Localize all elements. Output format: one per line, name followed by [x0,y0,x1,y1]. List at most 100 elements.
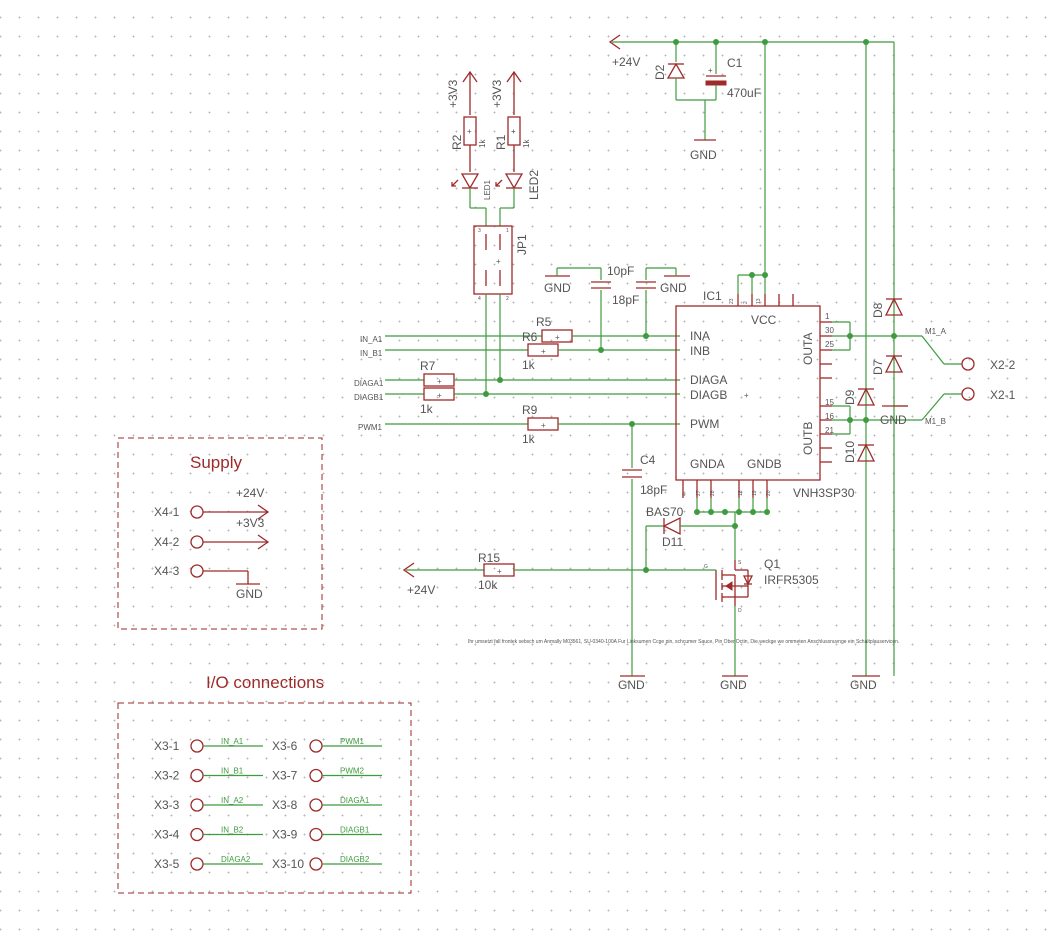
ic-diagb: DIAGB [690,388,727,402]
r1-label: R1 [494,134,508,150]
r1-value: 1k [522,139,531,148]
io-terminal-x3-4 [190,827,204,842]
supply-frame: Supply X4-1 X4-2 X4-3 +24V +3V3 GND [117,437,323,630]
jp1-pin1: 1 [506,228,509,234]
led1-label: LED1 [483,179,492,200]
io-net-diaga1: DIAGA1 [340,796,370,805]
r15-24v: +24V [407,583,435,597]
d8-label: D8 [871,302,885,318]
r9-label: R9 [522,403,538,417]
r8-value: 1k [420,402,434,416]
io-net-in_a1: IN_A1 [221,737,244,746]
led2-label: LED2 [527,170,541,200]
m1a-label: M1_A [925,327,947,336]
c3-value: 18pF [612,293,639,307]
svg-text:+: + [555,333,560,342]
io-pin-x3-2: X3-2 [154,769,180,783]
svg-text:+: + [437,391,442,400]
ic-pin-2: 2 [743,301,749,304]
io-net-pwm2: PWM2 [340,767,365,776]
r9-value: 1k [522,432,536,446]
io-pin-x3-7: X3-7 [272,769,298,783]
d9-label: D9 [843,389,857,405]
io-pin-x3-5: X3-5 [154,857,180,871]
io-pin-x3-9: X3-9 [272,828,298,842]
ic-value: VNH3SP30 [793,486,855,500]
m1b-label: M1_B [925,417,946,426]
c3-gnd: GND [660,281,687,295]
led-section: +3V3 +3V3 + + R2 R1 1k 1k LED1 LED2 [446,70,541,226]
schematic-note: Ihr umsetzt fall frontek sebsch um Anmal… [468,639,899,645]
io-net-diagb1: DIAGB1 [340,826,370,835]
net-diag-b: DIAGB1 [354,393,384,402]
x4-3-label: X4-3 [154,564,180,578]
d11-label: D11 [662,535,683,549]
ic-pin-13: 13 [756,298,762,304]
q1-value: IRFR5305 [764,573,819,587]
io-terminal-x3-3 [190,798,204,812]
p3v3-right-label: +3V3 [490,79,504,108]
svg-text:+: + [496,257,501,266]
svg-text:+: + [511,127,516,136]
io-frame: I/O connections [117,673,412,894]
r15-value: 10k [478,578,498,592]
jp1-pin3: 3 [478,228,481,234]
ic-pwm: PWM [690,417,719,431]
q1-gnd: GND [720,678,747,692]
svg-text:+: + [708,66,713,75]
r5-label: R5 [536,315,552,329]
net-in-a: IN_A1 [360,335,383,344]
top-24v-rail: +24V [608,34,894,69]
io-net-diagb2: DIAGB2 [340,855,370,864]
c1-capacitor: + GND C1 470uF [690,42,761,162]
io-terminal-x3-8 [309,798,323,812]
svg-text:+: + [744,391,749,400]
io-terminal-x3-1 [190,739,204,753]
r15-branch: + +24V R15 10k [402,551,716,597]
ic-pin-1: 1 [825,312,830,321]
c4-capacitor: C4 18pF GND [618,424,667,692]
q1-label: Q1 [764,557,780,571]
r6-label: R6 [522,330,538,344]
jp1-label: JP1 [515,234,529,255]
input-lines: + IN_A1 R5 + IN_B1 R6 1k + DIAGA1 R7 + D… [354,315,680,446]
ic-gndb: GNDB [747,457,782,471]
net-pwm: PWM1 [358,423,383,432]
reverse-protection: BAS70 D11 G S D GND Q1 IRFR5305 [643,505,819,692]
d10-label: D10 [843,441,857,463]
ic-pin-21: 21 [825,426,834,435]
ic-outb: OUTB [801,422,815,455]
freewheel-diodes: D8 D7 D9 D10 GND GND [843,297,908,692]
r7-label: R7 [420,359,436,373]
x2-2-label: X2-2 [990,358,1016,372]
jp1-pin4: 4 [478,296,481,302]
ic-pin-20: 20 [766,490,772,496]
io-terminal-x3-2 [190,768,204,783]
io-pin-x3-6: X3-6 [272,739,298,753]
q1-pin-d: D [738,608,742,614]
io-pin-x3-8: X3-8 [272,798,298,812]
ic-pin-28: 28 [710,490,716,496]
c4-label: C4 [640,453,656,467]
jp1-header: + 3 1 4 2 JP1 [473,225,529,397]
x4-2-label: X4-2 [154,535,180,549]
ic-pin-4: 4 [682,493,688,496]
svg-text:+: + [467,127,472,136]
c2-c3-caps: GND 10pF GND 18pF [544,264,690,353]
c1-label: C1 [727,56,743,70]
ic-pin-30: 30 [825,326,834,335]
c2-gnd: GND [544,281,571,295]
io-net-in_b2: IN_B2 [221,826,244,835]
q1-pin-g: G [704,564,708,570]
ic-pin-19: 19 [752,490,758,496]
motor-output-connector: X2-2 X2-1 M1_A M1_B [921,327,1016,426]
ic-vcc: VCC [751,313,777,327]
x2-1-label: X2-1 [990,388,1016,402]
io-net-in_b1: IN_B1 [221,767,244,776]
ic-ina: INA [690,329,710,343]
q1-pin-s: S [738,560,742,566]
io-net-diaga2: DIAGA2 [221,855,251,864]
ic-name: IC1 [703,289,722,303]
c1-gnd-label: GND [690,148,717,162]
